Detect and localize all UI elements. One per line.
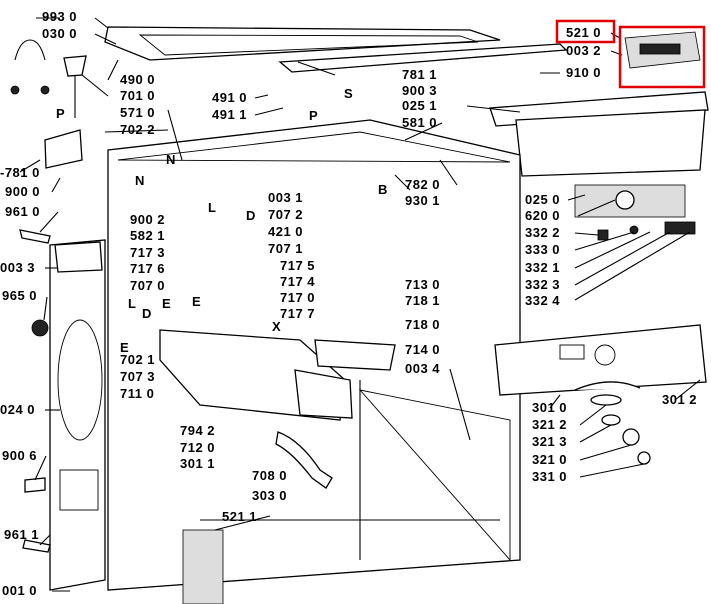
- part-label-321-2: 321 2: [532, 417, 567, 432]
- part-label-707-0: 707 0: [130, 278, 165, 293]
- part-label-702-1: 702 1: [120, 352, 155, 367]
- part-label-331-0: 331 0: [532, 469, 567, 484]
- part-label-708-0: 708 0: [252, 468, 287, 483]
- callout-n: N: [166, 152, 176, 167]
- part-label-900-2: 900 2: [130, 212, 165, 227]
- part-label-025-1: 025 1: [402, 98, 437, 113]
- part-label-718-1: 718 1: [405, 293, 440, 308]
- part-label-713-0: 713 0: [405, 277, 440, 292]
- part-label-781-1: 781 1: [402, 67, 437, 82]
- part-label-301-2: 301 2: [662, 392, 697, 407]
- part-label-717-6: 717 6: [130, 261, 165, 276]
- bottom-component: [182, 529, 224, 604]
- part-label-900-3: 900 3: [402, 83, 437, 98]
- callout-s: S: [344, 86, 353, 101]
- part-label-961-1: 961 1: [4, 527, 39, 542]
- callout-b: B: [378, 182, 388, 197]
- part-label-321-0: 321 0: [532, 452, 567, 467]
- part-label-025-0: 025 0: [525, 192, 560, 207]
- callout-d: D: [246, 208, 256, 223]
- callout-d: D: [142, 306, 152, 321]
- top-cover-strip: [278, 43, 568, 73]
- part-label-030-0: 030 0: [42, 26, 77, 41]
- part-label-521-1: 521 1: [222, 509, 257, 524]
- part-label-332-2: 332 2: [525, 225, 560, 240]
- part-label-717-4: 717 4: [280, 274, 315, 289]
- part-label-707-3: 707 3: [120, 369, 155, 384]
- part-label-003-1: 003 1: [268, 190, 303, 205]
- part-label-717-0: 717 0: [280, 290, 315, 305]
- part-label-003-4: 003 4: [405, 361, 440, 376]
- part-label-711-0: 711 0: [120, 386, 154, 401]
- part-label-717-5: 717 5: [280, 258, 315, 273]
- knob-parts: [590, 394, 651, 465]
- callout-l: L: [208, 200, 216, 215]
- part-label-707-1: 707 1: [268, 241, 303, 256]
- part-label-332-4: 332 4: [525, 293, 560, 308]
- callout-n: N: [135, 173, 145, 188]
- part-label-717-7: 717 7: [280, 306, 315, 321]
- part-label-794-2: 794 2: [180, 423, 215, 438]
- part-label-910-0: 910 0: [566, 65, 601, 80]
- front-panel: [49, 239, 106, 591]
- small-parts-left: [10, 39, 87, 553]
- panel-buttons: [574, 184, 696, 241]
- part-label-930-1: 930 1: [405, 193, 440, 208]
- highlight-box-module: [618, 25, 706, 89]
- part-label-003-3: 003 3: [0, 260, 35, 275]
- part-label-702-2: 702 2: [120, 122, 155, 137]
- part-label-961-0: 961 0: [5, 204, 40, 219]
- hose-708: [275, 431, 333, 489]
- callout-p: P: [309, 108, 318, 123]
- part-label-900-6: 900 6: [2, 448, 37, 463]
- drawer-714: [314, 339, 396, 371]
- detergent-box: [159, 329, 353, 421]
- part-label-900-0: 900 0: [5, 184, 40, 199]
- part-label-571-0: 571 0: [120, 105, 155, 120]
- part-label-620-0: 620 0: [525, 208, 560, 223]
- part-label-717-3: 717 3: [130, 245, 165, 260]
- control-panel-front: [494, 324, 707, 396]
- electronic-module: [624, 31, 701, 69]
- part-label-491-0: 491 0: [212, 90, 247, 105]
- part-label-965-0: 965 0: [2, 288, 37, 303]
- part-label-781-0: -781 0: [0, 165, 40, 180]
- part-label-301-1: 301 1: [180, 456, 215, 471]
- highlight-box-521-0: [555, 19, 616, 44]
- part-label-332-1: 332 1: [525, 260, 560, 275]
- part-label-521-0: 521 0: [566, 25, 601, 40]
- part-label-001-0: 001 0: [2, 583, 37, 598]
- part-label-701-0: 701 0: [120, 88, 155, 103]
- door-hinge-panel: [54, 241, 103, 273]
- part-label-024-0: 024 0: [0, 402, 35, 417]
- part-label-333-0: 333 0: [525, 242, 560, 257]
- part-label-490-0: 490 0: [120, 72, 155, 87]
- callout-e: E: [162, 296, 171, 311]
- part-label-332-3: 332 3: [525, 277, 560, 292]
- part-label-782-0: 782 0: [405, 177, 440, 192]
- part-label-582-1: 582 1: [130, 228, 165, 243]
- leader-lines: [19, 17, 701, 592]
- callout-l: L: [128, 296, 136, 311]
- part-label-714-0: 714 0: [405, 342, 440, 357]
- callout-p: P: [56, 106, 65, 121]
- callout-e: E: [192, 294, 201, 309]
- part-label-421-0: 421 0: [268, 224, 303, 239]
- part-label-718-0: 718 0: [405, 317, 440, 332]
- part-label-321-3: 321 3: [532, 434, 567, 449]
- part-label-491-1: 491 1: [212, 107, 247, 122]
- callout-x: X: [272, 319, 281, 334]
- part-label-003-2: 003 2: [566, 43, 601, 58]
- control-panel-top: [489, 91, 709, 177]
- part-label-712-0: 712 0: [180, 440, 215, 455]
- part-label-301-0: 301 0: [532, 400, 567, 415]
- callout-e: E: [120, 340, 129, 355]
- part-label-993-0: 993 0: [42, 9, 77, 24]
- part-label-581-0: 581 0: [402, 115, 437, 130]
- part-label-707-2: 707 2: [268, 207, 303, 222]
- part-label-303-0: 303 0: [252, 488, 287, 503]
